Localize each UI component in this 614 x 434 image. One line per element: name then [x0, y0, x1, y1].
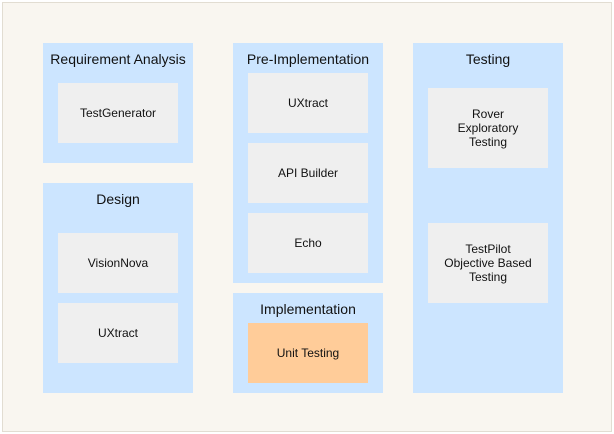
- card-visionnova[interactable]: VisionNova: [58, 233, 178, 293]
- group-title-design: Design: [96, 191, 140, 207]
- card-rover-exploratory-testing[interactable]: Rover Exploratory Testing: [428, 88, 548, 168]
- group-pre-implementation: Pre-Implementation UXtract API Builder E…: [233, 43, 383, 283]
- group-requirement-analysis: Requirement Analysis TestGenerator: [43, 43, 193, 163]
- group-implementation: Implementation Unit Testing: [233, 293, 383, 393]
- card-uxtract-design[interactable]: UXtract: [58, 303, 178, 363]
- card-unit-testing[interactable]: Unit Testing: [248, 323, 368, 383]
- card-uxtract-pre-implementation[interactable]: UXtract: [248, 73, 368, 133]
- card-testpilot-objective-based-testing[interactable]: TestPilot Objective Based Testing: [428, 223, 548, 303]
- group-title-implementation: Implementation: [260, 301, 356, 317]
- card-api-builder[interactable]: API Builder: [248, 143, 368, 203]
- group-title-requirement-analysis: Requirement Analysis: [50, 51, 186, 67]
- group-testing: Testing Rover Exploratory Testing TestPi…: [413, 43, 563, 393]
- card-testgenerator[interactable]: TestGenerator: [58, 83, 178, 143]
- card-echo[interactable]: Echo: [248, 213, 368, 273]
- group-title-pre-implementation: Pre-Implementation: [246, 51, 370, 67]
- group-design: Design VisionNova UXtract: [43, 183, 193, 393]
- group-title-testing: Testing: [465, 51, 511, 67]
